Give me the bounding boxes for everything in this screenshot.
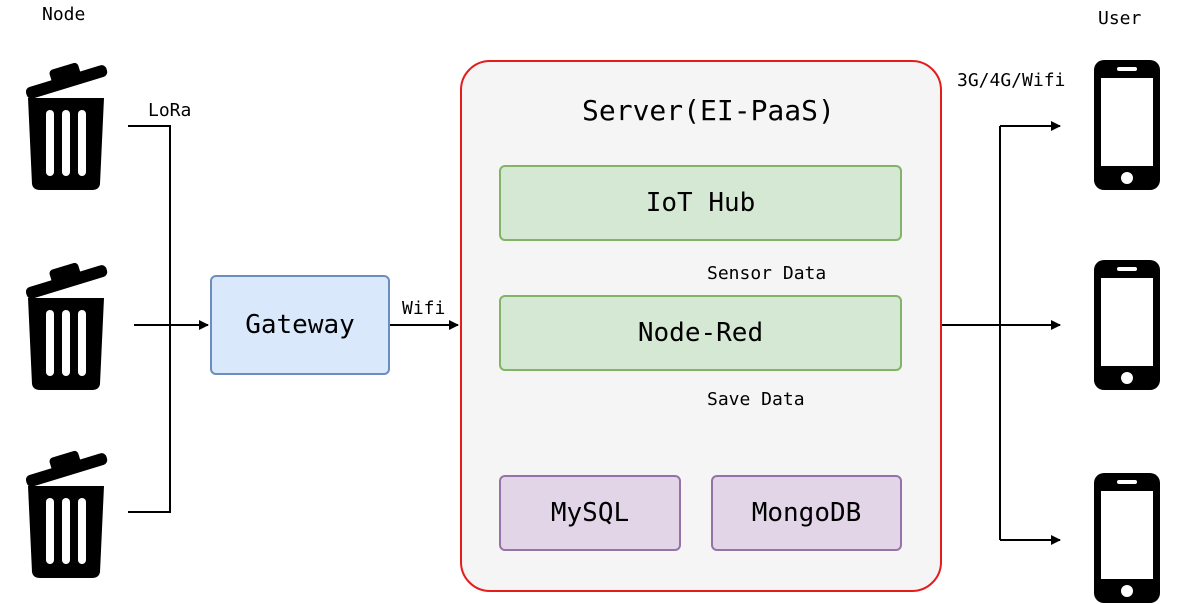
trash-bin-icon	[25, 262, 108, 390]
iot-hub-box: IoT Hub	[499, 165, 902, 241]
save-data-label: Save Data	[707, 389, 805, 410]
user-label: User	[1098, 8, 1142, 29]
wifi-label: Wifi	[402, 298, 446, 319]
mobile-network-label: 3G/4G/Wifi	[957, 70, 1066, 91]
trash-bin-icon	[25, 450, 108, 578]
smartphone-icon	[1094, 60, 1160, 190]
mongodb-box: MongoDB	[711, 475, 902, 551]
mysql-box: MySQL	[499, 475, 681, 551]
server-title: Server(EI-PaaS)	[582, 94, 835, 127]
gateway-box: Gateway	[210, 275, 390, 375]
trash-bin-icon	[25, 62, 108, 190]
smartphone-icon	[1094, 260, 1160, 390]
smartphone-icon	[1094, 473, 1160, 603]
sensor-data-label: Sensor Data	[707, 263, 827, 284]
lora-label: LoRa	[148, 100, 192, 121]
node-red-box: Node-Red	[499, 295, 902, 371]
node-label: Node	[42, 4, 86, 25]
